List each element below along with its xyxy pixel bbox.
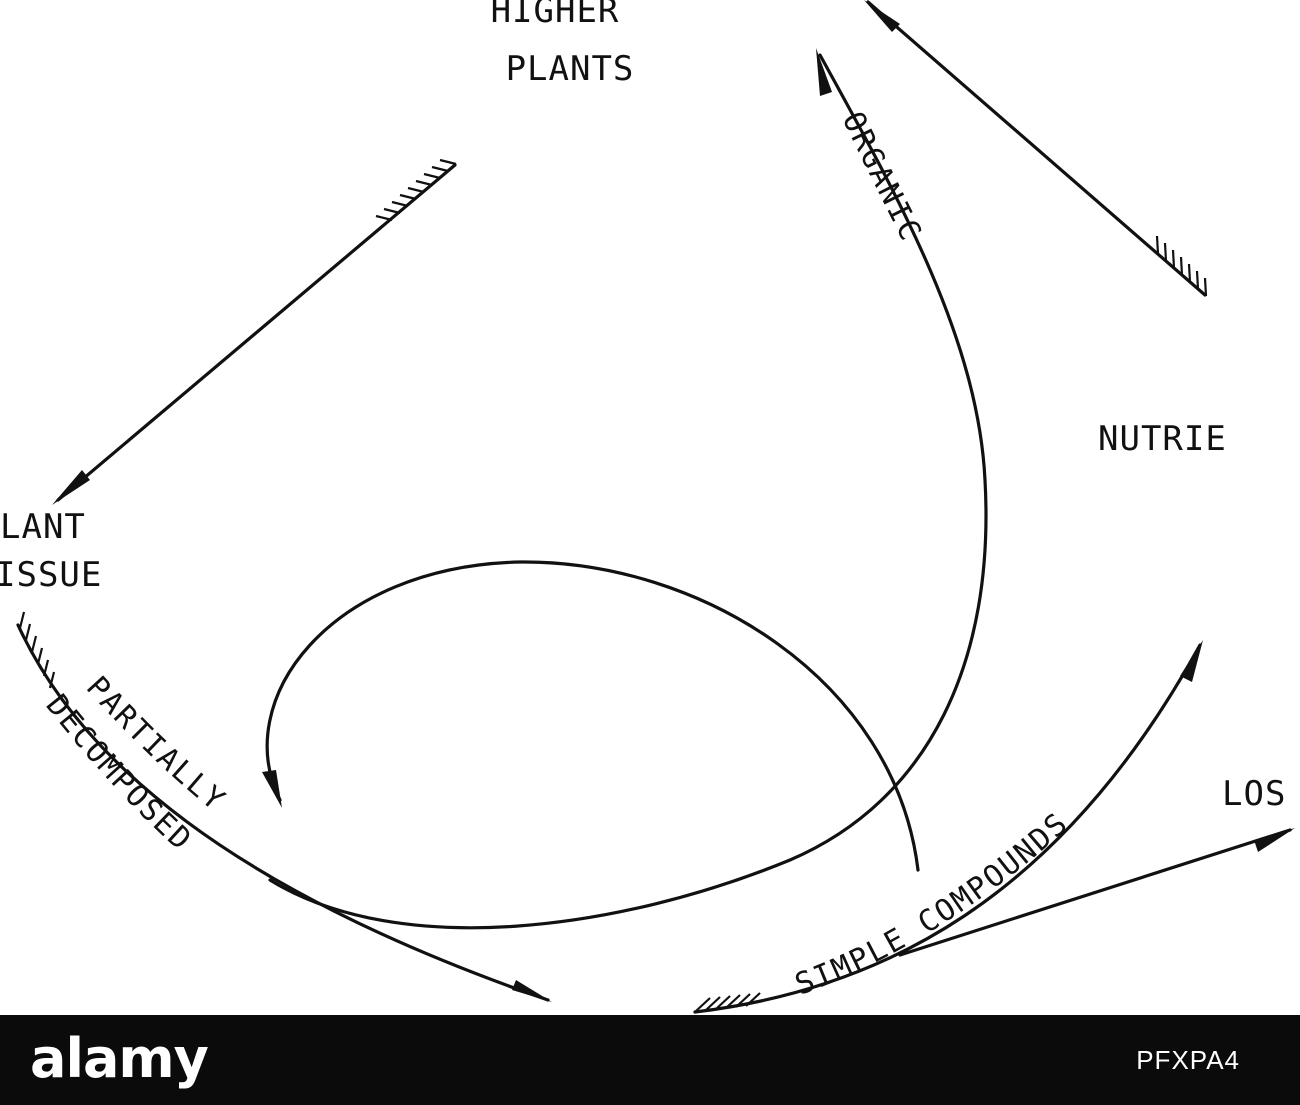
node-label-loss: LOS xyxy=(1222,774,1286,814)
node-label-plant-tissue-line2: ISSUE xyxy=(0,555,102,595)
nutrient-cycle-diagram: HIGHER PLANTS LANT ISSUE NUTRIE LOS xyxy=(0,0,1295,1014)
arrow-nutrients-to-plants xyxy=(864,0,1208,297)
watermark-image-id: PFXPA4 xyxy=(1136,1045,1240,1075)
arrow-plants-to-tissue xyxy=(52,158,457,505)
node-label-nutrients: NUTRIE xyxy=(1098,419,1227,459)
arrow-inner-loop xyxy=(262,560,920,872)
watermark-logo: alamy xyxy=(30,1027,209,1090)
path-label-simple-compounds: SIMPLE COMPOUNDS xyxy=(791,806,1076,1003)
arrow-decomposition xyxy=(16,611,552,1002)
node-label-higher-plants-line1: HIGHER xyxy=(491,0,620,31)
arrow-organic-loop xyxy=(268,48,988,930)
watermark-strip: alamy PFXPA4 xyxy=(0,1015,1300,1105)
node-label-plant-tissue-line1: LANT xyxy=(0,507,86,547)
arrow-to-loss xyxy=(898,828,1295,957)
arrow-simple-to-nutrients xyxy=(693,640,1203,1014)
node-label-higher-plants-line2: PLANTS xyxy=(506,49,635,89)
path-label-organic: ORGANIC xyxy=(835,106,929,247)
